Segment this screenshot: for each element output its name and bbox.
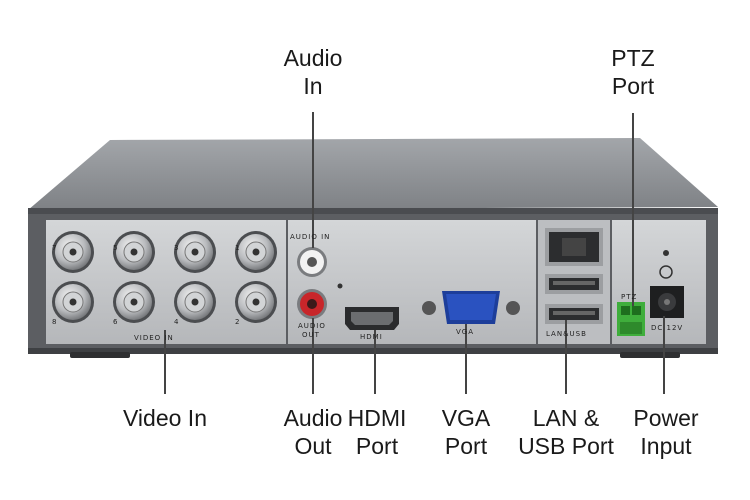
- callout-text: In: [303, 73, 323, 99]
- ptz-terminal: [617, 302, 645, 336]
- label-audio-in-silkscreen: AUDIO IN: [290, 233, 331, 241]
- audio-out-jack: [297, 289, 327, 319]
- callout-ptz-port: PTZ Port: [593, 44, 673, 100]
- bnc-number: 4: [174, 318, 180, 326]
- power-jack: [650, 250, 684, 318]
- bnc-number: 7: [52, 244, 58, 252]
- callout-vga-port: VGA Port: [430, 404, 502, 460]
- usb-ports: [545, 274, 603, 324]
- bnc-number: 5: [113, 244, 119, 252]
- label-hdmi-silkscreen: HDMI: [360, 333, 383, 341]
- callout-power-input: Power Input: [624, 404, 708, 460]
- callout-text: HDMI: [347, 405, 407, 431]
- audio-in-jack: [297, 247, 327, 277]
- bnc-connectors: [52, 231, 277, 323]
- device-top: [28, 138, 718, 210]
- label-video-in-silkscreen: VIDEO IN: [134, 334, 174, 342]
- bnc-number: 2: [235, 318, 241, 326]
- callout-audio-in: Audio In: [273, 44, 353, 100]
- label-audio-out-silkscreen-2: OUT: [302, 331, 320, 339]
- label-audio-out-silkscreen-1: AUDIO: [298, 322, 326, 330]
- callout-text: Input: [640, 433, 692, 459]
- callout-audio-out: Audio Out: [273, 404, 353, 460]
- callout-text: USB Port: [518, 433, 614, 459]
- callout-text: Out: [294, 433, 332, 459]
- callout-text: Port: [611, 73, 655, 99]
- label-dc-silkscreen: DC 12V: [651, 324, 684, 332]
- label-lan-usb-silkscreen: LAN&USB: [546, 330, 587, 338]
- bnc-number: 6: [113, 318, 119, 326]
- callout-hdmi-port: HDMI Port: [345, 404, 409, 460]
- label-vga-silkscreen: VGA: [456, 328, 475, 336]
- callout-video-in: Video In: [110, 404, 220, 432]
- hdmi-connector: [345, 307, 399, 330]
- label-ptz-silkscreen: PTZ: [621, 293, 638, 301]
- callout-text: LAN &: [532, 405, 600, 431]
- callout-text: VGA: [441, 405, 491, 431]
- bnc-number: 8: [52, 318, 58, 326]
- vga-connector: [422, 291, 520, 324]
- leader-lines: [164, 112, 665, 394]
- callout-text: Audio: [283, 45, 343, 71]
- bnc-number: 1: [235, 244, 241, 252]
- callout-text: Port: [355, 433, 399, 459]
- lan-port: [545, 228, 603, 266]
- callout-lan-usb-port: LAN & USB Port: [508, 404, 624, 460]
- callout-text: Port: [444, 433, 488, 459]
- callout-text: PTZ: [611, 45, 655, 71]
- bnc-number: 3: [174, 244, 180, 252]
- callout-text: Power: [633, 405, 699, 431]
- callout-text: Video In: [123, 405, 207, 431]
- callout-text: Audio: [283, 405, 343, 431]
